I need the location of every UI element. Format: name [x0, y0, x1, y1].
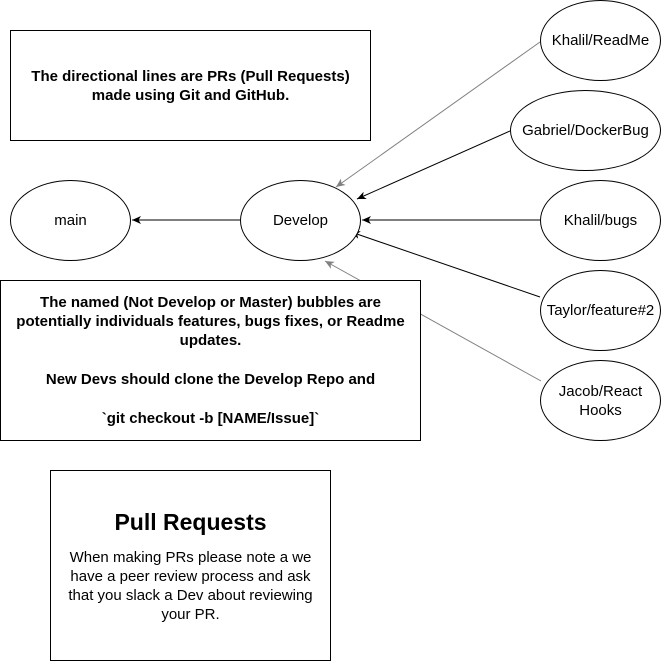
- node-main: main: [10, 180, 131, 261]
- node-jacob-react-hooks: Jacob/React Hooks: [540, 360, 661, 441]
- pull-requests-body: When making PRs please note a we have a …: [68, 548, 313, 623]
- note-prs-text: The directional lines are PRs (Pull Requ…: [31, 67, 350, 104]
- node-main-label: main: [54, 212, 87, 229]
- node-jacob-react-hooks-label: Jacob/React Hooks: [558, 382, 643, 419]
- node-gabriel-dockerbug-label: Gabriel/DockerBug: [522, 122, 649, 139]
- node-develop-label: Develop: [272, 212, 329, 229]
- note-bubbles-text-2: New Devs should clone the Develop Repo a…: [45, 371, 376, 388]
- note-bubbles-text-1: The named (Not Develop or Master) bubble…: [16, 294, 405, 349]
- node-khalil-readme-label: Khalil/ReadMe: [551, 32, 650, 49]
- edge-taylor-feature-to-develop: [350, 231, 541, 298]
- node-develop: Develop: [240, 180, 361, 261]
- pull-requests-title: Pull Requests: [114, 508, 267, 535]
- note-prs: The directional lines are PRs (Pull Requ…: [10, 30, 371, 141]
- pull-requests-note: Pull Requests When making PRs please not…: [50, 470, 331, 661]
- node-khalil-readme: Khalil/ReadMe: [540, 0, 661, 81]
- node-gabriel-dockerbug: Gabriel/DockerBug: [510, 90, 661, 171]
- edge-gabriel-dockerbug-to-develop: [356, 130, 511, 200]
- note-bubbles-text-3: `git checkout -b [NAME/Issue]`: [101, 410, 320, 427]
- edge-khalil-readme-to-develop: [335, 41, 541, 188]
- node-taylor-feature: Taylor/feature#2: [540, 270, 661, 351]
- note-bubbles: The named (Not Develop or Master) bubble…: [0, 280, 421, 441]
- node-khalil-bugs: Khalil/bugs: [540, 180, 661, 261]
- node-khalil-bugs-label: Khalil/bugs: [563, 212, 638, 229]
- node-taylor-feature-label: Taylor/feature#2: [546, 302, 655, 319]
